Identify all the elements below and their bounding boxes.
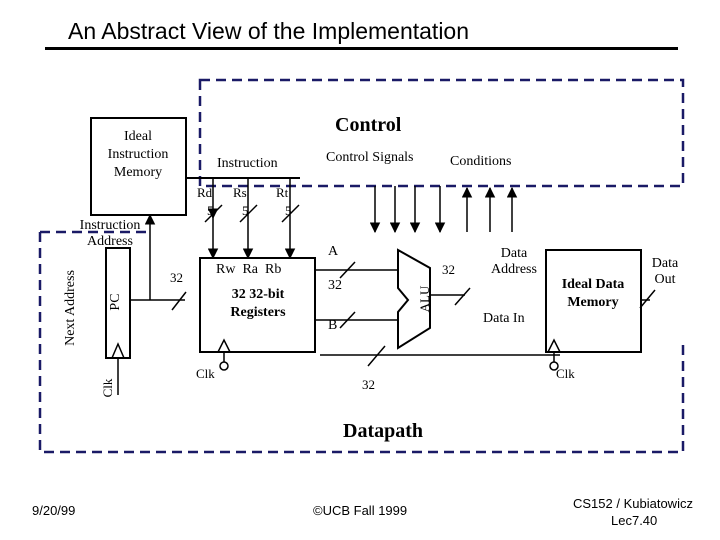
bus-width-label: 32: [328, 278, 342, 293]
footer-copyright: ©UCB Fall 1999: [313, 503, 408, 518]
datapath-bus-width: 32: [362, 377, 375, 392]
pc-clk-label: Clk: [100, 378, 115, 398]
rd-width: 5: [207, 203, 214, 218]
alu-label: ALU: [417, 285, 432, 313]
rs-label: Rs: [233, 185, 247, 200]
rd-label: Rd: [197, 185, 213, 200]
register-file-box: [199, 257, 316, 353]
rt-width: 5: [285, 203, 292, 218]
data-memory-box: [545, 249, 642, 353]
data-memory-label: Ideal Data Memory: [561, 277, 625, 310]
alu-shape: [397, 248, 431, 350]
datapath-label: Datapath: [343, 420, 424, 442]
alu-out-width: 32: [442, 262, 455, 277]
bus-b-label: B: [328, 318, 338, 333]
register-clk-label: Clk: [196, 366, 215, 381]
data-out-label: Data Out: [651, 256, 679, 287]
conditions-label: Conditions: [450, 154, 512, 169]
bus-a-label: A: [328, 244, 339, 259]
pc-width-label: 32: [170, 270, 183, 285]
rt-label: Rt: [276, 185, 289, 200]
footer-date: 9/20/99: [32, 503, 76, 518]
instruction-memory-label: Ideal Instruction Memory: [107, 129, 169, 180]
footer-course: CS152 / Kubiatowicz: [573, 496, 693, 511]
data-in-label: Data In: [483, 311, 525, 326]
register-file-name: 32 32-bit Registers: [230, 287, 286, 320]
slide-title: An Abstract View of the Implementation: [68, 18, 470, 44]
control-signals-label: Control Signals: [326, 150, 414, 165]
footer-lecture: Lec7.40: [611, 513, 658, 528]
control-region-border: [198, 78, 685, 188]
instruction-memory-box: [90, 117, 187, 216]
pc-label: PC: [108, 293, 123, 311]
rs-width: 5: [242, 203, 249, 218]
instruction-address-label: Instruction Address: [79, 218, 141, 249]
data-address-label: Data Address: [491, 246, 537, 277]
instruction-label: Instruction: [217, 156, 278, 171]
title-underline: [45, 47, 678, 50]
control-label: Control: [335, 114, 402, 136]
datapath-region-border: [38, 232, 685, 454]
register-file-ports: Rw Ra Rb: [216, 262, 282, 277]
memory-clk-label: Clk: [556, 366, 575, 381]
next-address-label: Next Address: [63, 270, 78, 346]
